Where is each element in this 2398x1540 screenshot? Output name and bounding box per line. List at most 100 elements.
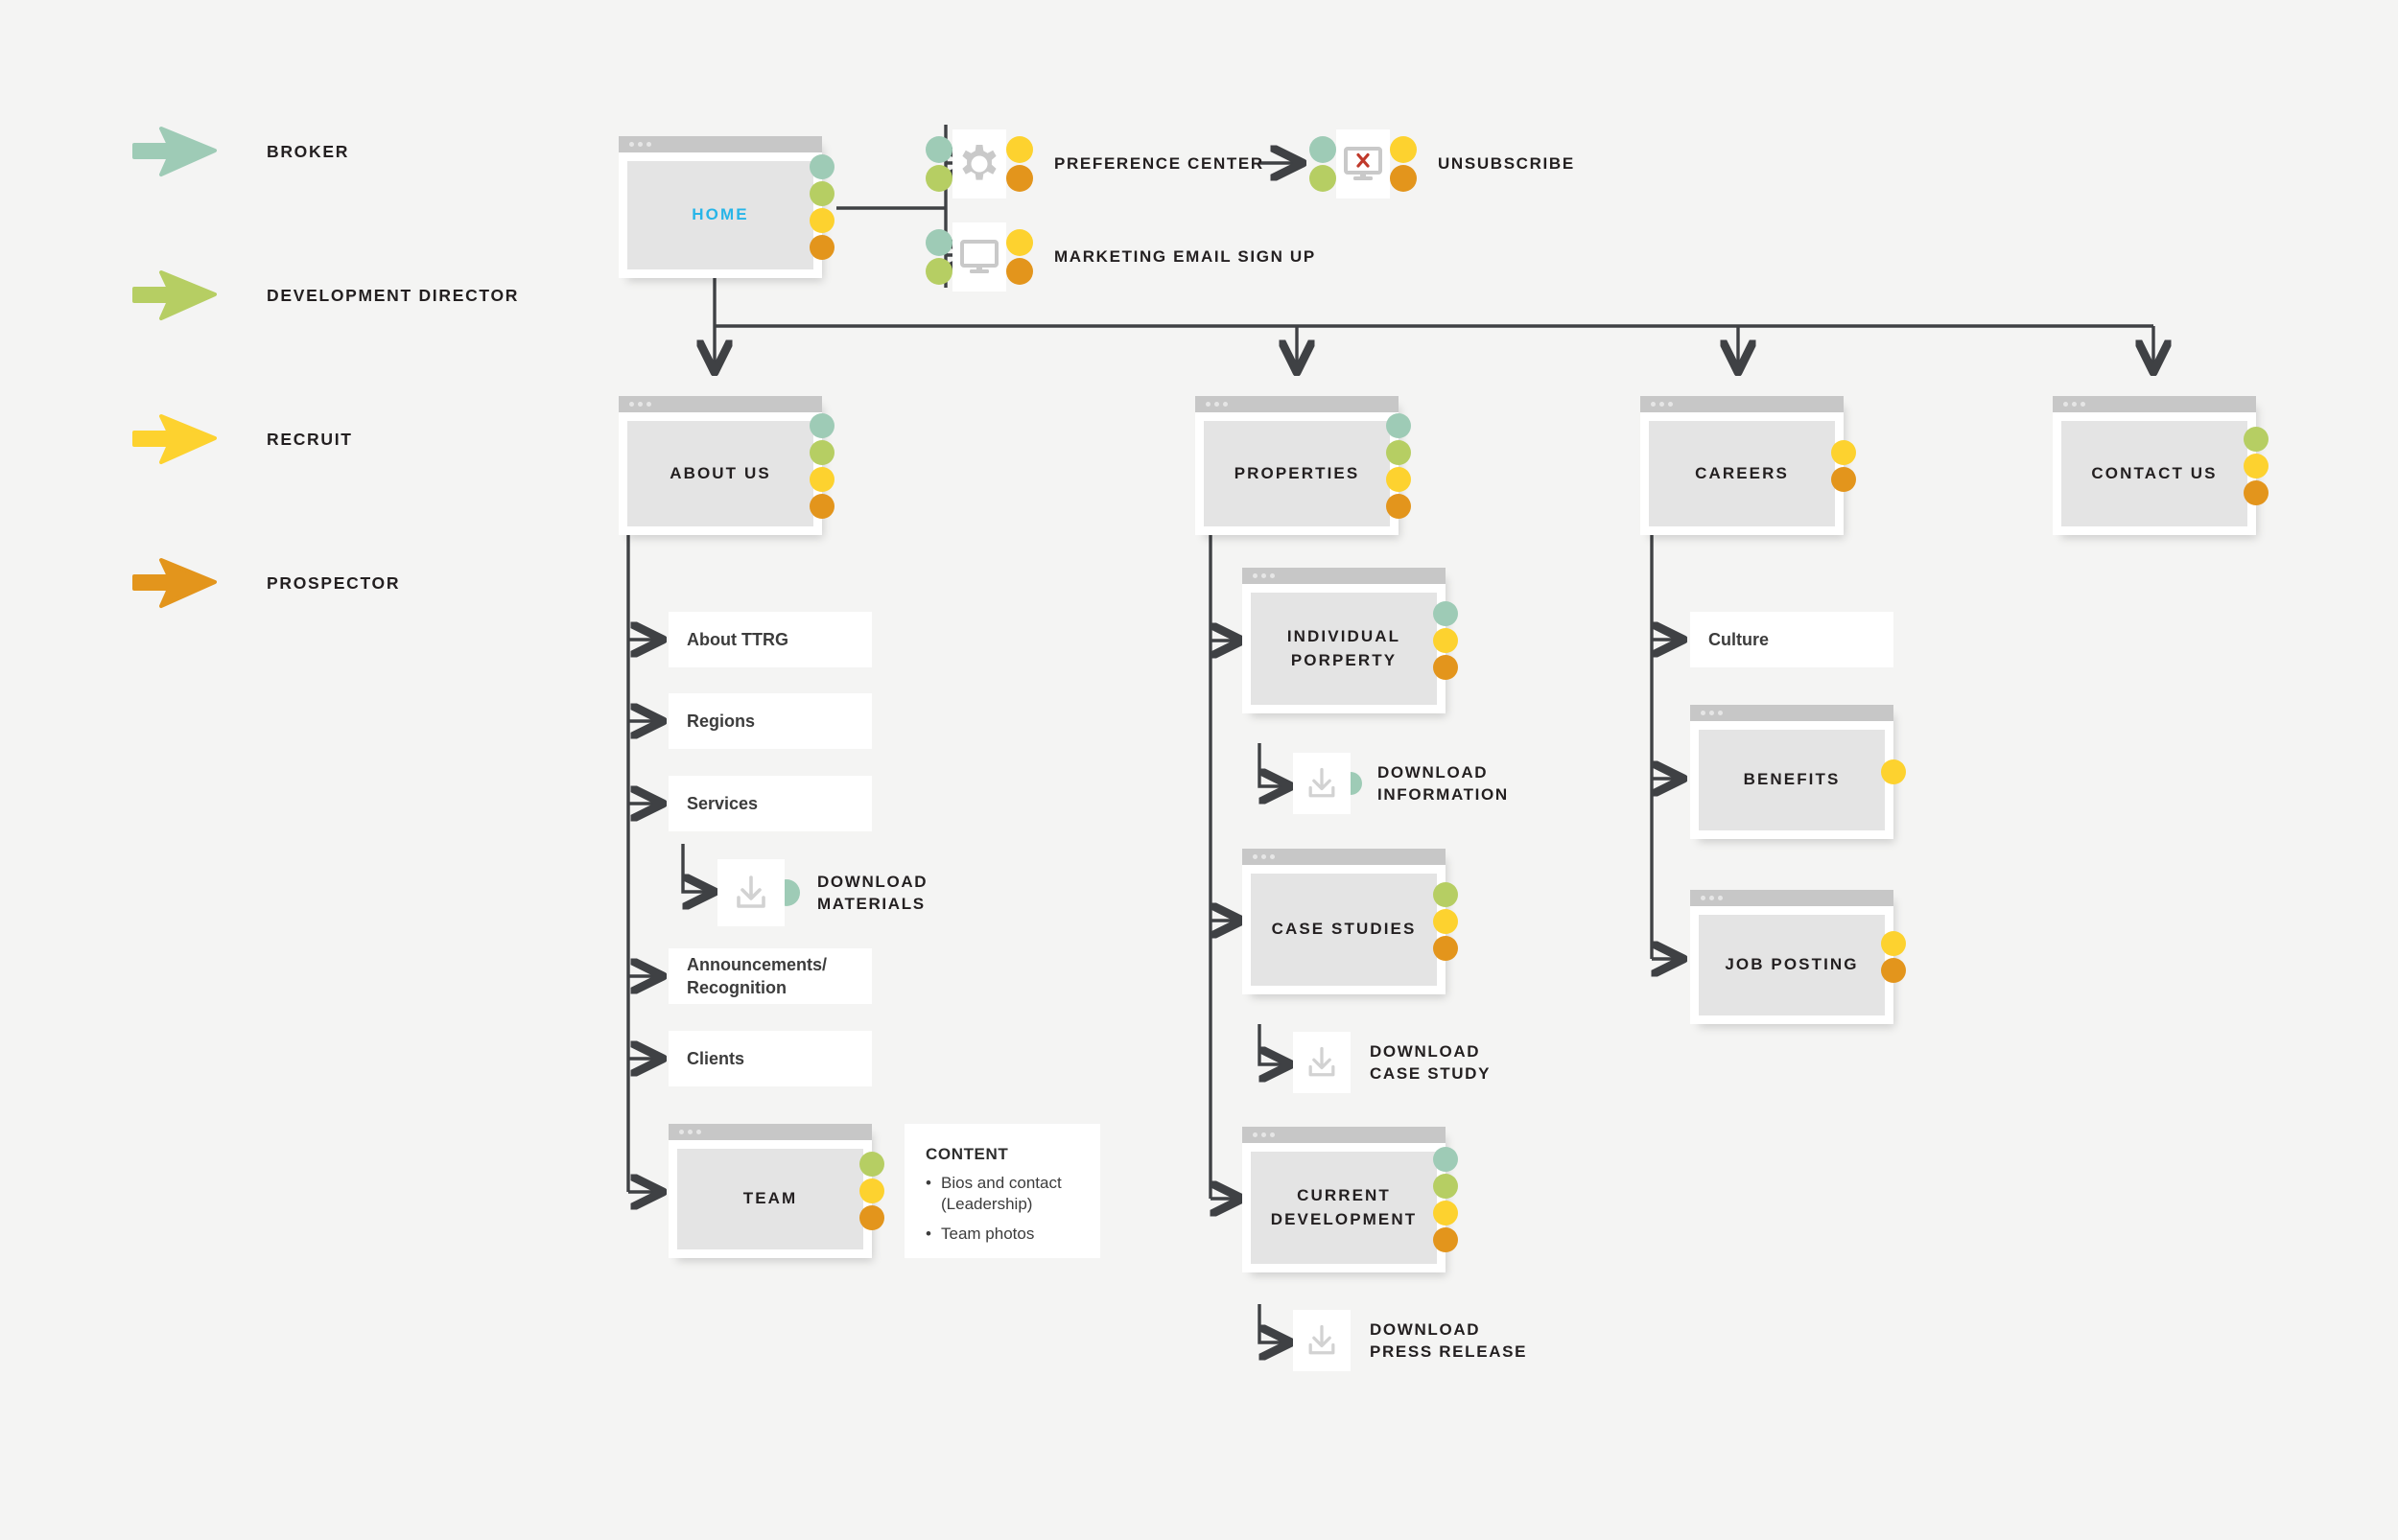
window-body: JOB POSTING	[1699, 915, 1885, 1015]
node-download-materials[interactable]: DOWNLOAD MATERIALS	[717, 859, 928, 926]
legend-label-broker: BROKER	[267, 141, 350, 161]
node-culture[interactable]: Culture	[1690, 612, 1893, 667]
persona-dot-development-director	[810, 439, 835, 465]
window-chrome	[1690, 705, 1893, 721]
legend-label-development-director: DEVELOPMENT DIRECTOR	[267, 285, 520, 305]
node-clients[interactable]: Clients	[669, 1031, 872, 1086]
list-item: Team photos	[926, 1224, 1079, 1245]
persona-dots	[1006, 228, 1033, 286]
window-body: CASE STUDIES	[1251, 874, 1437, 986]
persona-dot-prospector	[1433, 655, 1458, 680]
persona-dots	[1006, 135, 1033, 193]
persona-dot-recruit	[1006, 229, 1033, 256]
download-icon	[1308, 1324, 1335, 1355]
window-body: INDIVIDUAL PORPERTY	[1251, 593, 1437, 705]
persona-dots	[1433, 600, 1458, 681]
node-contact-us[interactable]: CONTACT US	[2053, 396, 2269, 535]
node-case-studies[interactable]: CASE STUDIES	[1242, 849, 1458, 994]
persona-dot-recruit	[1881, 931, 1906, 956]
node-about-us[interactable]: ABOUT US	[619, 396, 835, 535]
node-title: DOWNLOAD MATERIALS	[817, 872, 929, 913]
persona-dots	[1831, 439, 1856, 493]
persona-dot-recruit	[1433, 909, 1458, 934]
node-services[interactable]: Services	[669, 776, 872, 831]
monitor-icon	[960, 240, 999, 273]
persona-dots	[810, 153, 835, 261]
persona-dot-recruit	[1433, 1201, 1458, 1225]
node-job-posting[interactable]: JOB POSTING	[1690, 890, 1906, 1024]
persona-dot-recruit	[2244, 453, 2269, 478]
node-preference-center[interactable]: PREFERENCE CENTER	[926, 129, 1264, 198]
persona-dot-prospector	[810, 235, 835, 260]
persona-dot-prospector	[1831, 466, 1856, 492]
legend-label-prospector: PROSPECTOR	[267, 572, 401, 593]
node-regions[interactable]: Regions	[669, 693, 872, 749]
persona-dot-broker	[1386, 412, 1411, 438]
node-properties[interactable]: PROPERTIES	[1195, 396, 1411, 535]
persona-dots	[810, 412, 835, 520]
window-body: CONTACT US	[2061, 421, 2247, 526]
persona-dot-development-director	[926, 165, 952, 192]
node-benefits[interactable]: BENEFITS	[1690, 705, 1906, 839]
node-title: JOB POSTING	[1725, 955, 1859, 974]
persona-dots	[1433, 1146, 1458, 1253]
node-careers[interactable]: CAREERS	[1640, 396, 1856, 535]
node-download-case-study[interactable]: DOWNLOAD CASE STUDY	[1293, 1032, 1491, 1093]
persona-dot-broker	[810, 412, 835, 438]
window-chrome	[1640, 396, 1844, 412]
persona-dots	[926, 228, 952, 286]
node-current-development[interactable]: CURRENT DEVELOPMENT	[1242, 1127, 1458, 1272]
window-chrome	[1242, 568, 1446, 584]
node-title: BENEFITS	[1743, 770, 1841, 789]
window-chrome	[1195, 396, 1399, 412]
monitor-x-icon	[1344, 147, 1382, 180]
legend-label-recruit: RECRUIT	[267, 429, 353, 449]
gear-icon	[962, 145, 997, 180]
node-about-ttrg[interactable]: About TTRG	[669, 612, 872, 667]
node-title: INDIVIDUAL PORPERTY	[1286, 626, 1401, 669]
persona-dot-recruit	[1831, 439, 1856, 465]
persona-dots	[859, 1151, 884, 1231]
callout-heading: CONTENT	[926, 1145, 1009, 1163]
persona-dot-broker	[810, 154, 835, 179]
persona-dot-recruit	[810, 466, 835, 492]
node-title: CASE STUDIES	[1271, 920, 1417, 939]
persona-dot-recruit	[1390, 136, 1417, 163]
window-body: BENEFITS	[1699, 730, 1885, 830]
legend-item-development-director: DEVELOPMENT DIRECTOR	[132, 268, 519, 322]
download-icon	[1308, 767, 1335, 798]
node-announcements-recognition[interactable]: Announcements/ Recognition	[669, 948, 872, 1004]
window-body: CAREERS	[1649, 421, 1835, 526]
window-chrome	[669, 1124, 872, 1140]
persona-dots	[1433, 881, 1458, 962]
persona-dot-recruit	[810, 208, 835, 233]
persona-dot-prospector	[1433, 936, 1458, 961]
persona-dot-prospector	[859, 1205, 884, 1230]
node-title: Culture	[1708, 629, 1769, 649]
node-title: CURRENT DEVELOPMENT	[1270, 1185, 1418, 1228]
persona-dot-prospector	[1386, 493, 1411, 519]
node-individual-porperty[interactable]: INDIVIDUAL PORPERTY	[1242, 568, 1458, 713]
persona-dot-prospector	[2244, 479, 2269, 505]
persona-dot-broker	[1309, 136, 1336, 163]
persona-dots	[1309, 135, 1336, 193]
node-title: Clients	[687, 1048, 745, 1068]
window-chrome	[1690, 890, 1893, 906]
persona-dot-development-director	[2244, 426, 2269, 452]
node-download-information[interactable]: DOWNLOAD INFORMATION	[1293, 753, 1509, 814]
node-team[interactable]: TEAM	[669, 1124, 884, 1258]
callout-list: Bios and contact (Leadership) Team photo…	[926, 1173, 1079, 1244]
node-title: DOWNLOAD PRESS RELEASE	[1370, 1319, 1528, 1361]
window-body: HOME	[627, 161, 813, 269]
node-marketing-email-sign-up[interactable]: MARKETING EMAIL SIGN UP	[926, 222, 1316, 292]
node-title: Regions	[687, 711, 756, 731]
node-home[interactable]: HOME	[619, 136, 835, 278]
node-title: DOWNLOAD CASE STUDY	[1370, 1041, 1492, 1083]
node-download-press-release[interactable]: DOWNLOAD PRESS RELEASE	[1293, 1310, 1527, 1371]
persona-dot-prospector	[1006, 258, 1033, 285]
node-unsubscribe[interactable]: UNSUBSCRIBE	[1309, 129, 1575, 198]
node-title: UNSUBSCRIBE	[1438, 154, 1575, 174]
list-item: Bios and contact (Leadership)	[926, 1173, 1079, 1215]
window-body: PROPERTIES	[1204, 421, 1390, 526]
persona-dot-broker	[926, 229, 952, 256]
